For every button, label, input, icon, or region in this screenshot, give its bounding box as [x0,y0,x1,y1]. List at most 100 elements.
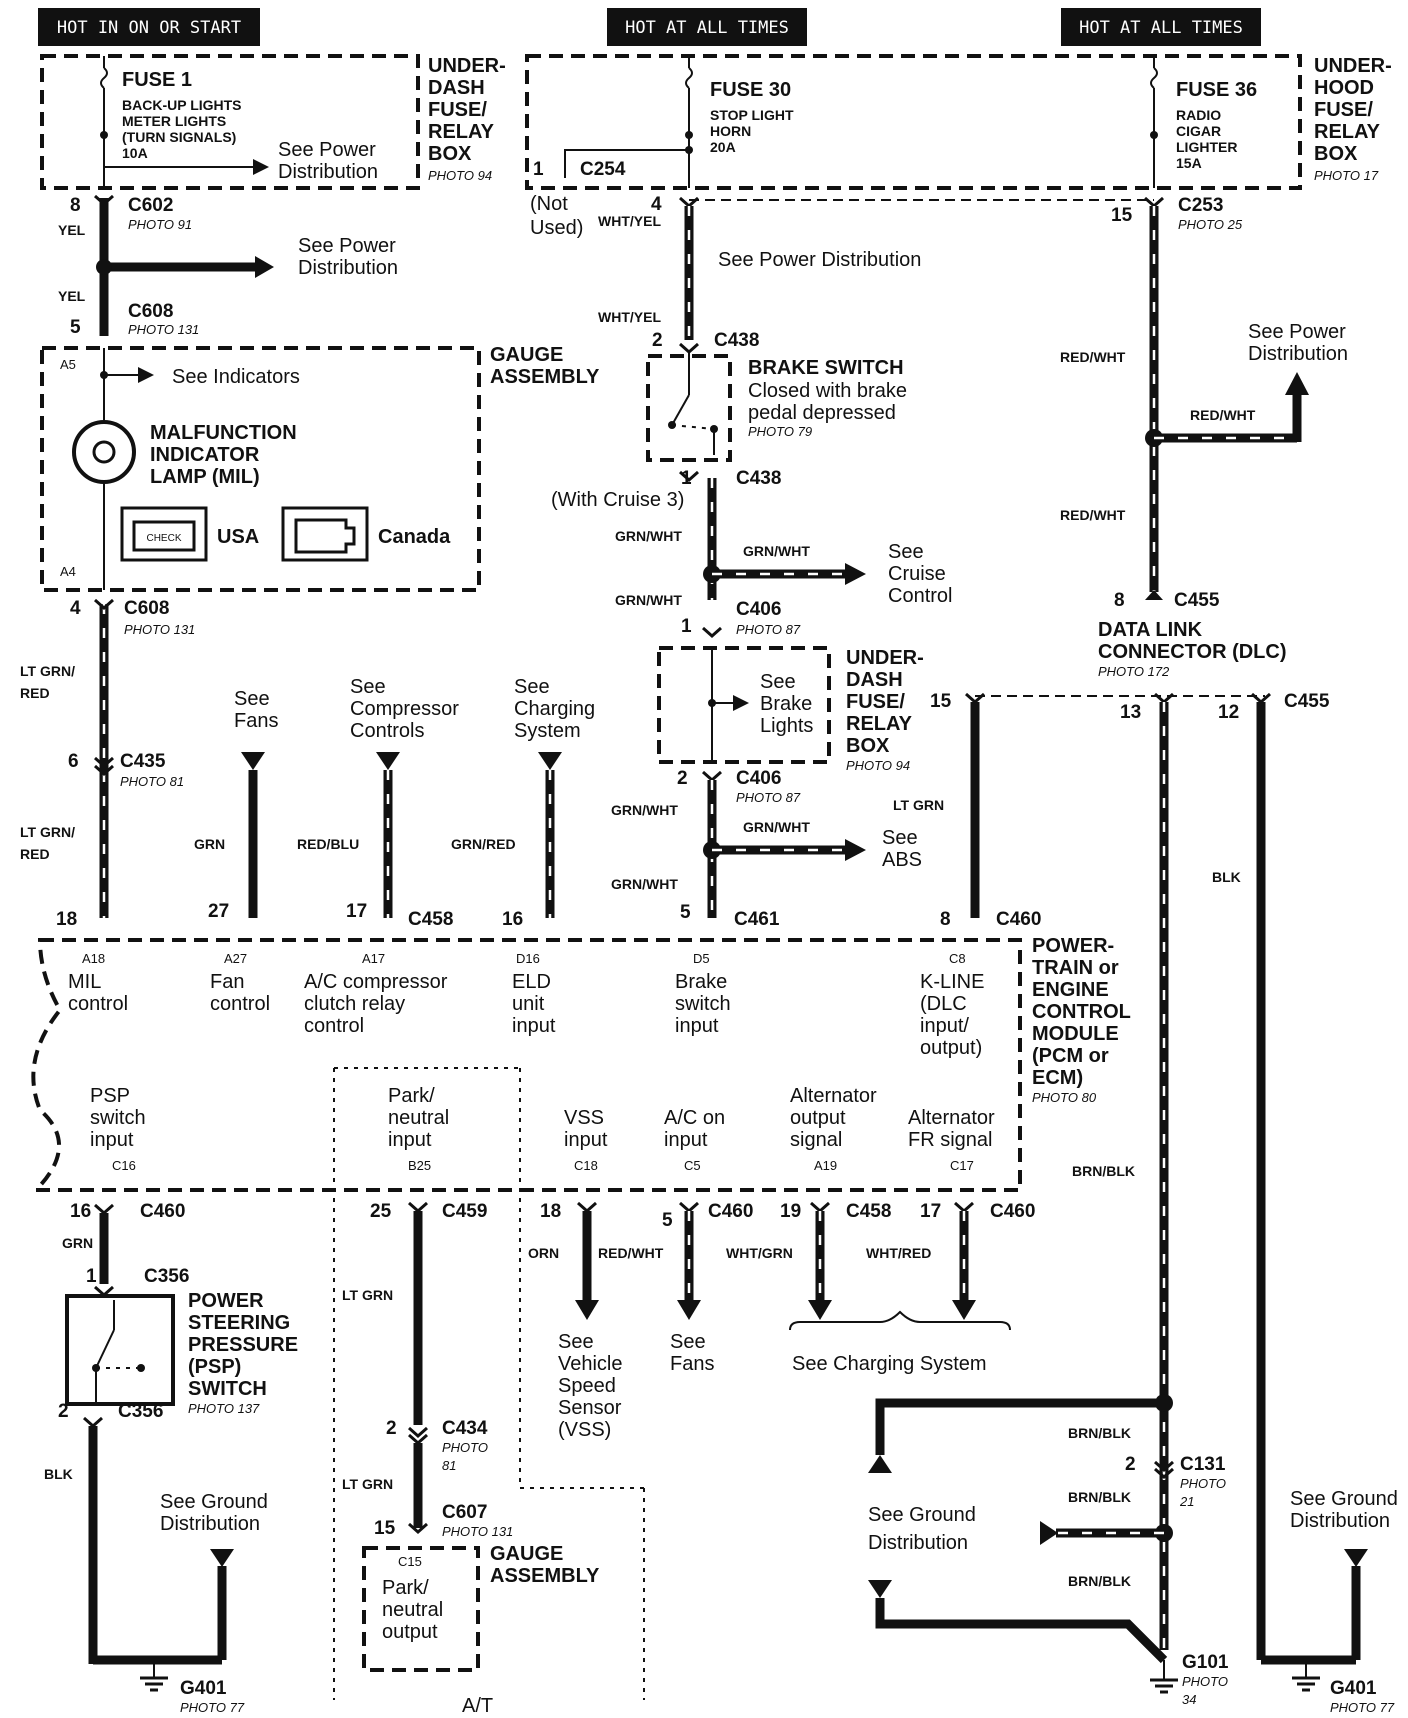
svg-text:PHOTO: PHOTO [1180,1476,1226,1491]
svg-text:See Power: See Power [298,235,396,257]
svg-text:BRN/BLK: BRN/BLK [1068,1573,1131,1589]
svg-text:DASH: DASH [428,77,485,99]
svg-text:A18: A18 [82,951,105,966]
svg-text:HOOD: HOOD [1314,77,1374,99]
svg-text:Distribution: Distribution [278,161,378,183]
svg-text:See: See [234,688,270,710]
svg-text:FUSE 1: FUSE 1 [122,69,192,91]
svg-text:WHT/GRN: WHT/GRN [726,1245,793,1261]
svg-text:BRN/BLK: BRN/BLK [1068,1489,1131,1505]
svg-text:signal: signal [790,1129,842,1151]
svg-text:See: See [670,1331,706,1353]
svg-text:BOX: BOX [846,735,890,757]
svg-text:LT GRN: LT GRN [893,797,944,813]
svg-text:BRN/BLK: BRN/BLK [1072,1163,1135,1179]
svg-text:C15: C15 [398,1554,422,1569]
svg-text:BOX: BOX [1314,143,1358,165]
svg-text:C438: C438 [736,468,781,489]
svg-text:12: 12 [1218,702,1239,723]
wire-red-wht-fans: 5 C460 RED/WHT See Fans [598,1201,753,1375]
svg-text:output: output [790,1107,846,1129]
svg-text:control: control [68,993,128,1015]
svg-text:input: input [388,1129,432,1151]
svg-text:10A: 10A [122,145,148,161]
svg-text:Brake: Brake [675,971,727,993]
header-hot-in-on-start: HOT IN ON OR START [38,8,260,46]
svg-text:25: 25 [370,1201,392,1222]
svg-text:GRN/RED: GRN/RED [451,836,516,852]
svg-text:6: 6 [68,751,79,772]
brake-switch: BRAKE SWITCH Closed with brake pedal dep… [646,342,907,462]
svg-text:Controls: Controls [350,720,424,742]
svg-text:34: 34 [1182,1692,1196,1707]
gauge-assembly-2: C15 Park/ neutral output GAUGE ASSEMBLY … [362,1543,600,1717]
svg-text:C459: C459 [442,1201,487,1222]
svg-text:(With Cruise 3): (With Cruise 3) [551,489,684,511]
connector-c254: 1 C254 (Not Used) [530,159,626,239]
svg-text:C455: C455 [1174,590,1220,611]
svg-text:See: See [882,827,918,849]
svg-text:G401: G401 [1330,1678,1377,1699]
svg-text:See Power: See Power [278,139,376,161]
svg-text:USA: USA [217,526,259,548]
svg-text:(DLC: (DLC [920,993,967,1015]
svg-text:switch: switch [675,993,731,1015]
svg-text:neutral: neutral [388,1107,449,1129]
svg-text:See: See [760,671,796,693]
svg-text:BACK-UP LIGHTS: BACK-UP LIGHTS [122,97,242,113]
check-engine-canada-icon [281,506,369,562]
svg-text:Closed with brake: Closed with brake [748,380,907,402]
svg-text:D5: D5 [693,951,710,966]
svg-text:Control: Control [888,585,952,607]
svg-text:switch: switch [90,1107,146,1129]
svg-text:Alternator: Alternator [790,1085,877,1107]
svg-text:MALFUNCTION: MALFUNCTION [150,422,297,444]
svg-text:PHOTO 131: PHOTO 131 [442,1524,513,1539]
svg-text:STOP LIGHT: STOP LIGHT [710,107,794,123]
svg-text:Used): Used) [530,217,583,239]
svg-text:Distribution: Distribution [298,257,398,279]
svg-text:System: System [514,720,581,742]
svg-text:RADIO: RADIO [1176,107,1221,123]
branch-see-charging: See Charging System GRN/RED 16 [451,676,595,930]
svg-text:(PCM or: (PCM or [1032,1045,1109,1067]
svg-text:FR signal: FR signal [908,1129,992,1151]
svg-text:8: 8 [70,195,81,216]
svg-text:See Ground: See Ground [160,1491,268,1513]
wire-orn-vss: 18 ORN See Vehicle Speed Sensor (VSS) [528,1201,623,1441]
svg-text:SWITCH: SWITCH [188,1378,267,1400]
underdash-fuse-relay-box-2: See Brake Lights UNDER- DASH FUSE/ RELAY… [657,646,924,773]
svg-text:RELAY: RELAY [846,713,913,735]
svg-text:ELD: ELD [512,971,551,993]
svg-text:See: See [888,541,924,563]
svg-text:TRAIN or: TRAIN or [1032,957,1119,979]
svg-text:See Ground: See Ground [868,1504,976,1526]
svg-text:Lights: Lights [760,715,813,737]
svg-text:(TURN SIGNALS): (TURN SIGNALS) [122,129,236,145]
svg-text:See Power: See Power [1248,321,1346,343]
svg-text:RED/BLU: RED/BLU [297,836,359,852]
svg-text:1: 1 [86,1266,97,1287]
svg-text:CIGAR: CIGAR [1176,123,1221,139]
svg-text:ABS: ABS [882,849,922,871]
svg-text:C356: C356 [144,1266,189,1287]
svg-text:C460: C460 [996,909,1041,930]
svg-text:A4: A4 [60,564,76,579]
svg-text:HORN: HORN [710,123,751,139]
check-engine-usa-icon: CHECK [120,506,208,562]
svg-text:LT GRN/: LT GRN/ [20,663,75,679]
svg-text:C455: C455 [1284,691,1330,712]
svg-text:19: 19 [780,1201,801,1222]
svg-text:RED/WHT: RED/WHT [1060,507,1126,523]
wire-blk-dlc: BLK [1212,702,1266,1660]
svg-text:PHOTO 94: PHOTO 94 [428,168,492,183]
svg-text:GRN/WHT: GRN/WHT [743,819,810,835]
svg-text:2: 2 [58,1401,69,1422]
pcm-module: POWER- TRAIN or ENGINE CONTROL MODULE (P… [31,935,1131,1700]
branch-see-compressor: See Compressor Controls RED/BLU 17 C458 [297,676,459,930]
svg-text:Park/: Park/ [382,1577,429,1599]
svg-text:17: 17 [920,1201,941,1222]
svg-text:15: 15 [374,1518,396,1539]
wire-brn-blk-ground: BRN/BLK 2 C131 PHOTO 21 BRN/BLK See Grou… [868,1394,1226,1664]
